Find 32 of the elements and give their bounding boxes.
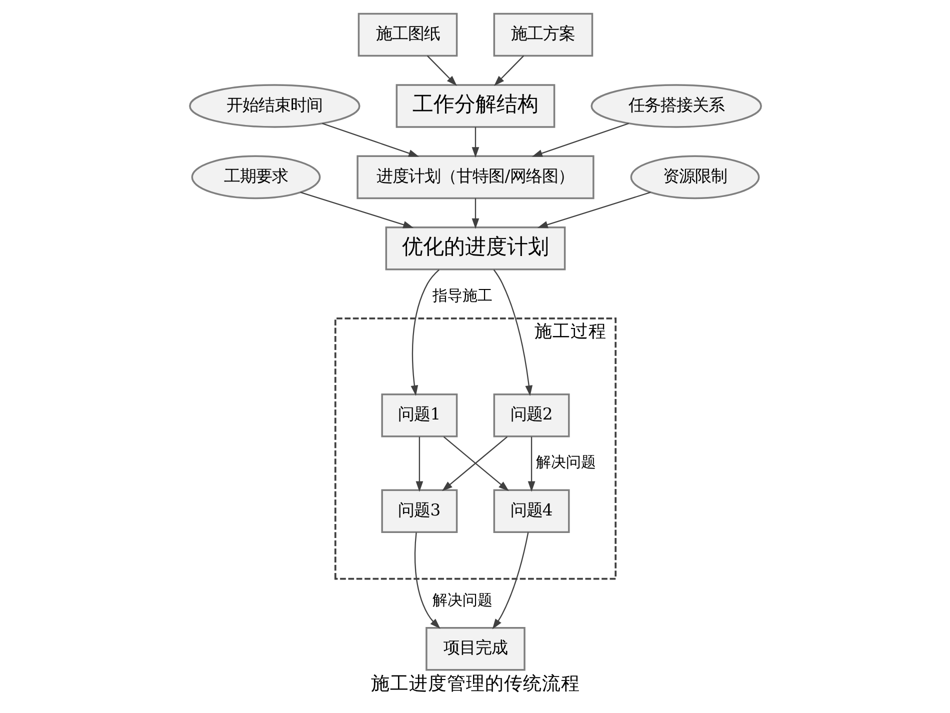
arrow bbox=[426, 54, 456, 86]
arrow bbox=[492, 532, 528, 629]
node-box: 问题3 bbox=[380, 488, 458, 533]
arrow bbox=[414, 532, 440, 628]
node-box: 进度计划（甘特图/网络图） bbox=[356, 154, 594, 199]
edge-label: 解决问题 bbox=[432, 590, 492, 609]
node-ellipse: 开始结束时间 bbox=[188, 84, 360, 128]
node-box: 施工图纸 bbox=[357, 12, 458, 56]
arrow bbox=[536, 191, 650, 228]
edge-label: 指导施工 bbox=[432, 286, 492, 304]
caption: 施工进度管理的传统流程 bbox=[370, 673, 580, 694]
node-box: 工作分解结构 bbox=[395, 84, 555, 128]
node-ellipse: 工期要求 bbox=[190, 154, 320, 199]
arrow bbox=[494, 54, 524, 86]
arrow bbox=[322, 122, 419, 156]
node-ellipse: 资源限制 bbox=[630, 154, 760, 199]
node-box: 问题4 bbox=[492, 488, 570, 533]
node-box: 问题1 bbox=[380, 393, 458, 437]
node-ellipse: 任务搭接关系 bbox=[590, 84, 762, 128]
arrow bbox=[471, 198, 479, 228]
node-box: 项目完成 bbox=[425, 626, 525, 670]
arrow bbox=[410, 268, 439, 396]
edge-label: 解决问题 bbox=[536, 452, 596, 471]
node-box: 施工方案 bbox=[492, 12, 593, 56]
node-box: 问题2 bbox=[492, 393, 570, 437]
arrow bbox=[300, 191, 414, 228]
arrow bbox=[531, 122, 628, 156]
arrow bbox=[492, 268, 532, 396]
arrow bbox=[415, 436, 423, 492]
arrow bbox=[527, 436, 535, 492]
node-box: 优化的进度计划 bbox=[384, 226, 566, 270]
arrow bbox=[471, 126, 479, 158]
